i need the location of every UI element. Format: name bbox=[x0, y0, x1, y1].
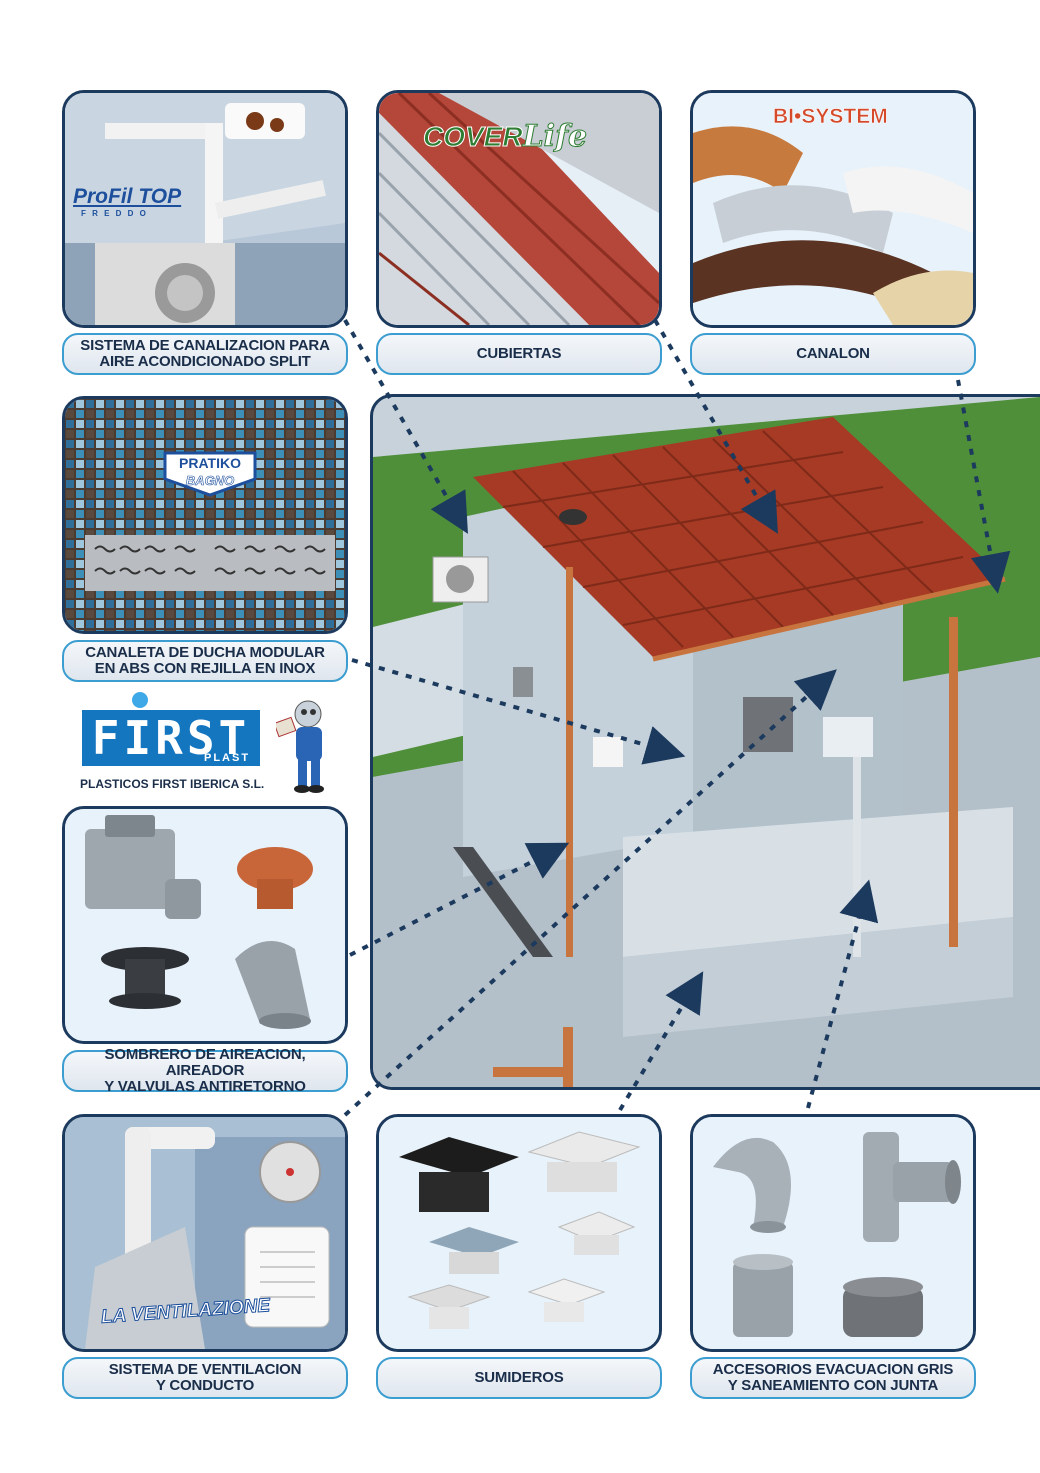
bagno-logo: BAGNO bbox=[185, 473, 235, 489]
panel-canaleta: PRATIKO BAGNO bbox=[62, 396, 348, 634]
caption-cubiertas: CUBIERTAS bbox=[376, 333, 662, 375]
life-text: Life bbox=[522, 119, 588, 155]
accesorios-image bbox=[693, 1117, 973, 1349]
panel-sumideros bbox=[376, 1114, 662, 1352]
cubiertas-image bbox=[379, 93, 659, 325]
caption-split-ac: SISTEMA DE CANALIZACION PARA AIRE ACONDI… bbox=[62, 333, 348, 375]
panel-sombrero bbox=[62, 806, 348, 1044]
panel-ventilacion: LA VENTILAZIONE bbox=[62, 1114, 348, 1352]
caption-canalon: CANALON bbox=[690, 333, 976, 375]
sumideros-image bbox=[379, 1117, 659, 1349]
profil-top-logo: ProFil TOP bbox=[73, 185, 181, 209]
first-text-box: FIRST bbox=[82, 710, 260, 766]
panel-canalon: BI•SYSTEM bbox=[690, 90, 976, 328]
panel-accesorios bbox=[690, 1114, 976, 1352]
plast-text: PLAST bbox=[204, 752, 251, 764]
profil-sub: F R E D D O bbox=[81, 209, 148, 218]
house-scene bbox=[373, 397, 1040, 1087]
mascot-plumber-icon bbox=[276, 700, 324, 793]
caption-sombrero: SOMBRERO DE AIREACION, AIREADOR Y VALVUL… bbox=[62, 1047, 348, 1095]
canaleta-image bbox=[65, 399, 345, 631]
caption-sumideros: SUMIDEROS bbox=[376, 1357, 662, 1399]
coverlife-logo: COVERLife bbox=[423, 119, 588, 155]
first-text: FIRST bbox=[91, 711, 251, 765]
bi-system-logo: BI•SYSTEM bbox=[773, 105, 888, 129]
panel-cubiertas: COVERLife bbox=[376, 90, 662, 328]
profil-top-text: ProFil TOP bbox=[73, 185, 182, 208]
split-ac-image bbox=[65, 93, 345, 325]
logo-dot-icon bbox=[132, 692, 148, 708]
pratiko-logo: PRATIKO bbox=[179, 455, 241, 471]
caption-ventilacion: SISTEMA DE VENTILACION Y CONDUCTO bbox=[62, 1357, 348, 1399]
caption-canaleta: CANALETA DE DUCHA MODULAR EN ABS CON REJ… bbox=[62, 640, 348, 682]
sombrero-image bbox=[65, 809, 345, 1041]
caption-accesorios: ACCESORIOS EVACUACION GRIS Y SANEAMIENTO… bbox=[690, 1357, 976, 1399]
first-plast-logo: FIRST PLAST PLASTICOS FIRST IBERICA S.L. bbox=[76, 692, 346, 798]
house-illustration bbox=[370, 394, 1040, 1090]
canalon-image bbox=[693, 93, 973, 325]
company-name: PLASTICOS FIRST IBERICA S.L. bbox=[80, 777, 265, 791]
ventilacion-image bbox=[65, 1117, 345, 1349]
cover-text: COVER bbox=[423, 121, 524, 153]
panel-split-ac: ProFil TOP F R E D D O bbox=[62, 90, 348, 328]
